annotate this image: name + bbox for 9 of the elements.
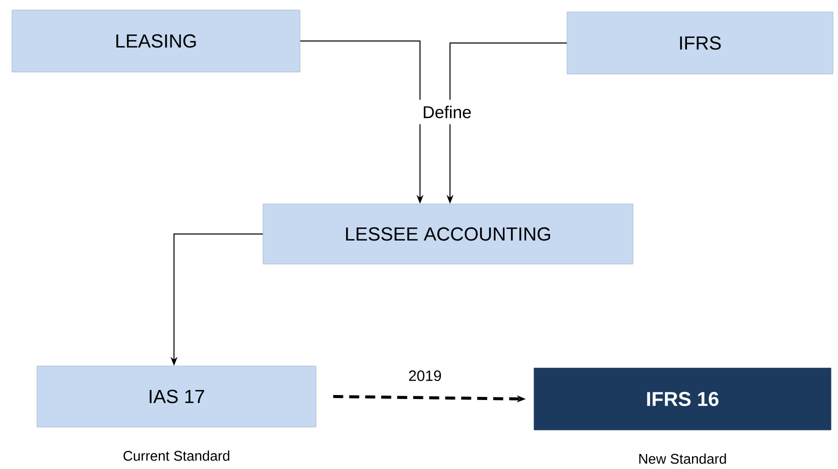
process-box: LEASING: [12, 10, 300, 72]
process-box: LESSEE ACCOUNTING: [262, 204, 634, 264]
process-box: IFRS: [566, 12, 834, 74]
node-text: Define: [424, 106, 471, 118]
node-label: Current Standard: [124, 450, 230, 461]
node-label: New Standard: [639, 454, 726, 464]
edge-label: 2019: [409, 370, 441, 382]
process-box: IAS 17: [36, 366, 316, 428]
standard-box: IFRS 16: [534, 368, 832, 430]
